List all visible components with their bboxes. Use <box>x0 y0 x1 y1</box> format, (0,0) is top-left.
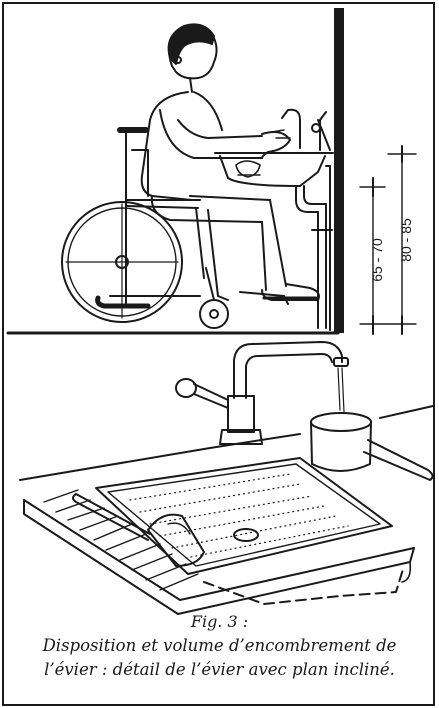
saucepan-in-sink <box>72 493 205 567</box>
basin-texture <box>129 473 349 559</box>
saucepan-filling <box>310 412 434 481</box>
wheelchair <box>61 127 289 329</box>
drainboard-ridges <box>43 489 199 591</box>
figure-number: Fig. 3 : <box>190 612 249 631</box>
dimension-label-outer: 80 - 85 <box>398 218 414 262</box>
sink-basin <box>214 152 334 187</box>
wheelchair-scene <box>6 8 417 335</box>
faucet-detail <box>175 341 349 445</box>
sink-detail <box>19 341 434 615</box>
drain-pipes <box>295 165 333 331</box>
dimension-label-inner: 65 - 70 <box>369 238 385 282</box>
caption-line-2: l’évier : détail de l’évier avec plan in… <box>44 660 395 679</box>
volume-outline <box>203 565 405 605</box>
drain <box>233 528 259 542</box>
faucet-top <box>281 108 331 151</box>
person <box>140 23 320 301</box>
dimension-lines <box>359 145 417 335</box>
caption-line-1: Disposition et volume d’encombrement de <box>42 636 397 655</box>
wall <box>334 8 344 333</box>
